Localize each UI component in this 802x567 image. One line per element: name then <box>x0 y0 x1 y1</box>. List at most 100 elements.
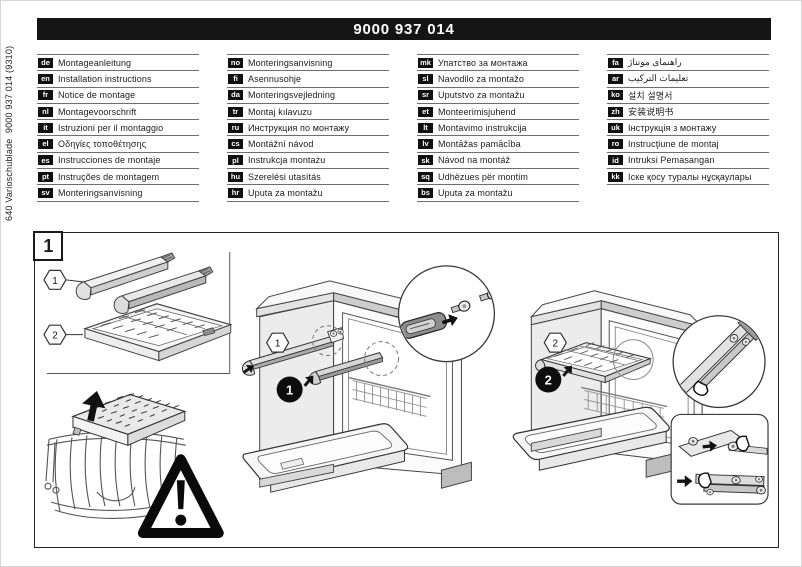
language-code-badge: lt <box>418 122 433 133</box>
language-label: Instrucţiune de montaj <box>628 139 719 150</box>
detail-callout-circle-3 <box>612 339 654 381</box>
step2-illustration: 2 2 <box>512 290 769 505</box>
language-code-badge: ar <box>608 73 623 84</box>
language-row: ro Instrucţiune de montaj <box>607 135 769 151</box>
language-code-badge: zh <box>608 106 623 117</box>
language-row: en Installation instructions <box>37 70 199 86</box>
language-row: ko 설치 설명서 <box>607 86 769 103</box>
language-code-badge: nl <box>38 106 53 117</box>
language-label: Notice de montage <box>58 90 136 101</box>
language-label: Intruksi Pemasangan <box>628 155 715 166</box>
language-column-2: no Monteringsanvisning fi Asennusohje da… <box>227 54 389 202</box>
language-label: Montaj kılavuzu <box>248 106 313 117</box>
part2-number: 2 <box>52 331 58 342</box>
language-row: no Monteringsanvisning <box>227 54 389 70</box>
language-label: Montážní návod <box>248 139 314 150</box>
language-code-badge: no <box>228 57 243 68</box>
part1-rails: 1 <box>43 252 214 314</box>
part2-ref-hexagon <box>543 332 567 353</box>
language-label: Montageanleitung <box>58 57 132 68</box>
language-label: Monteringsanvisning <box>248 57 333 68</box>
language-code-badge: el <box>38 139 53 150</box>
language-code-badge: sv <box>38 188 53 199</box>
language-row: pt Instruções de montagem <box>37 168 199 184</box>
language-row: mk Упатство за монтажа <box>417 54 579 70</box>
language-code-badge: kk <box>608 171 623 182</box>
language-row: es Instrucciones de montaje <box>37 151 199 168</box>
part1-hexagon-badge <box>43 269 67 290</box>
part1-ref-hexagon <box>265 332 290 353</box>
latch-step-b <box>677 472 766 496</box>
step1-number: 1 <box>286 382 293 397</box>
language-code-badge: cs <box>228 139 243 150</box>
interior-rack <box>348 376 431 417</box>
language-row: uk Інструкція з монтажу <box>607 119 769 135</box>
language-row: et Monteerimisjuhend <box>417 102 579 119</box>
language-label: Istruzioni per il montaggio <box>58 122 164 133</box>
language-row: hr Uputa za montažu <box>227 184 389 200</box>
language-code-badge: uk <box>608 122 623 133</box>
installation-drawing: 1 2 <box>43 251 769 539</box>
language-code-badge: sq <box>418 171 433 182</box>
language-code-badge: hu <box>228 171 243 182</box>
language-row: cs Montážní návod <box>227 135 389 151</box>
language-row: lt Montavimo instrukcija <box>417 119 579 135</box>
language-code-badge: fa <box>608 57 623 68</box>
language-row: sr Uputstvo za montažu <box>417 86 579 103</box>
language-row: el Οδηγίες τοποθέτησης <box>37 135 199 151</box>
language-row: de Montageanleitung <box>37 54 199 70</box>
language-code-badge: sl <box>418 73 433 84</box>
language-label: Uputstvo za montažu <box>438 90 525 101</box>
language-label: Uputa za montažu <box>438 188 513 199</box>
language-row: sv Monteringsanvisning <box>37 184 199 200</box>
language-code-badge: tr <box>228 106 243 117</box>
language-row: fi Asennusohje <box>227 70 389 86</box>
language-label: Montagevoorschrift <box>58 106 137 117</box>
plinth-block <box>440 461 472 489</box>
language-code-badge: pl <box>228 155 243 166</box>
language-code-badge: bs <box>418 188 433 199</box>
language-code-badge: ru <box>228 122 243 133</box>
language-label: Návod na montáž <box>438 155 511 166</box>
part1-ref-number: 1 <box>275 339 281 350</box>
latch-detail-box <box>670 413 769 505</box>
language-label: Instrukcja montażu <box>248 155 326 166</box>
cutlery-tray <box>71 393 187 447</box>
language-row: sl Navodilo za montažo <box>417 70 579 86</box>
language-label: Інструкція з монтажу <box>628 122 717 133</box>
language-row: it Istruzioni per il montaggio <box>37 119 199 135</box>
language-row: sq Udhëzues për montim <box>417 168 579 184</box>
language-code-badge: fi <box>228 73 243 84</box>
language-code-badge: ko <box>608 90 623 101</box>
language-label: 설치 설명서 <box>628 90 673 101</box>
language-row: tr Montaj kılavuzu <box>227 102 389 119</box>
part2-ref-number: 2 <box>553 339 559 350</box>
language-code-badge: ro <box>608 139 623 150</box>
language-code-badge: da <box>228 90 243 101</box>
language-label: Инструкция по монтажу <box>248 122 350 133</box>
language-row: ru Инструкция по монтажу <box>227 119 389 135</box>
language-code-badge: sr <box>418 90 433 101</box>
language-code-badge: pt <box>38 171 53 182</box>
tray-removal <box>44 388 224 539</box>
language-code-badge: es <box>38 155 53 166</box>
open-door <box>242 423 409 493</box>
rail-detail-inset <box>672 315 766 409</box>
detail-callout-circle-1 <box>312 325 344 357</box>
language-code-badge: hr <box>228 188 243 199</box>
installation-figure: 1 <box>33 231 779 548</box>
language-column-3: mk Упатство за монтажа sl Navodilo za mo… <box>417 54 579 202</box>
language-row: sk Návod na montáž <box>417 151 579 168</box>
language-row: lv Montāžas pamācība <box>417 135 579 151</box>
language-row: bs Uputa za montažu <box>417 184 579 200</box>
language-label: 安装说明书 <box>628 107 674 118</box>
language-label: Uputa za montažu <box>248 188 323 199</box>
parts-overview: 1 2 <box>43 251 233 539</box>
document-number: 9000 937 014 <box>353 20 455 38</box>
language-label: Monteringsvejledning <box>248 90 336 101</box>
tray-insertion <box>535 342 652 384</box>
language-column-1: de Montageanleitung en Installation inst… <box>37 54 199 202</box>
latch-step-a <box>678 429 768 457</box>
step1-circle <box>276 376 303 403</box>
